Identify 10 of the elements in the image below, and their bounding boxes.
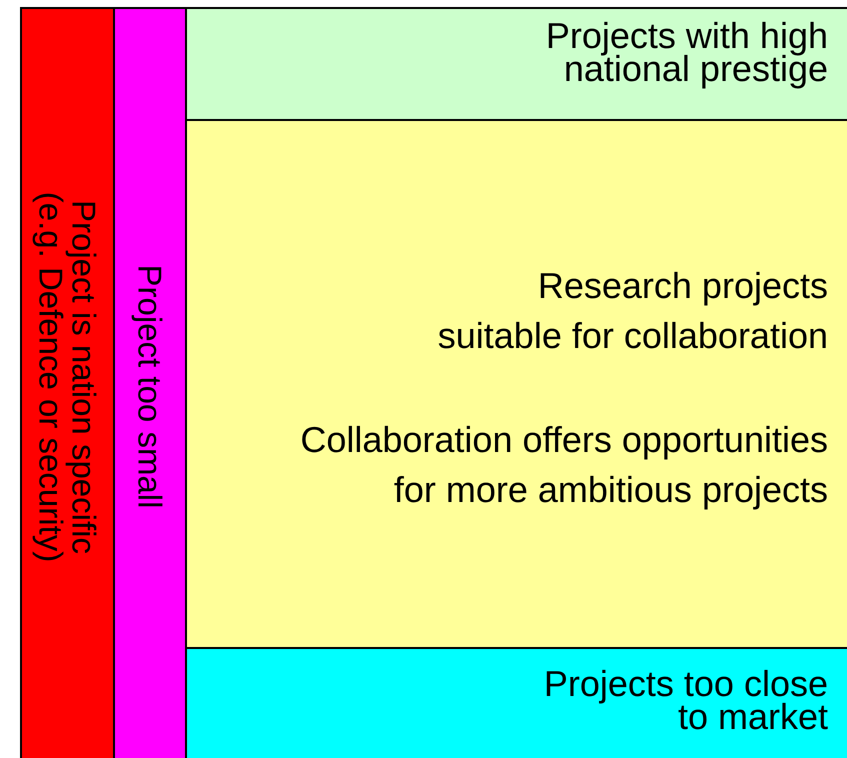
- band-label: Research projects suitable for collaboration: [436, 264, 828, 358]
- band-label: Project is nation specific (e.g. Defence or security): [34, 190, 100, 564]
- band: [185, 647, 847, 758]
- band: [185, 7, 847, 121]
- band-label: Project too small: [134, 264, 166, 510]
- band: [185, 119, 847, 649]
- band-label: Collaboration offers opportunities for more ambitious projects: [299, 418, 828, 512]
- band-label: Projects too close to market: [542, 667, 828, 734]
- band: [20, 7, 115, 758]
- band: [113, 7, 187, 758]
